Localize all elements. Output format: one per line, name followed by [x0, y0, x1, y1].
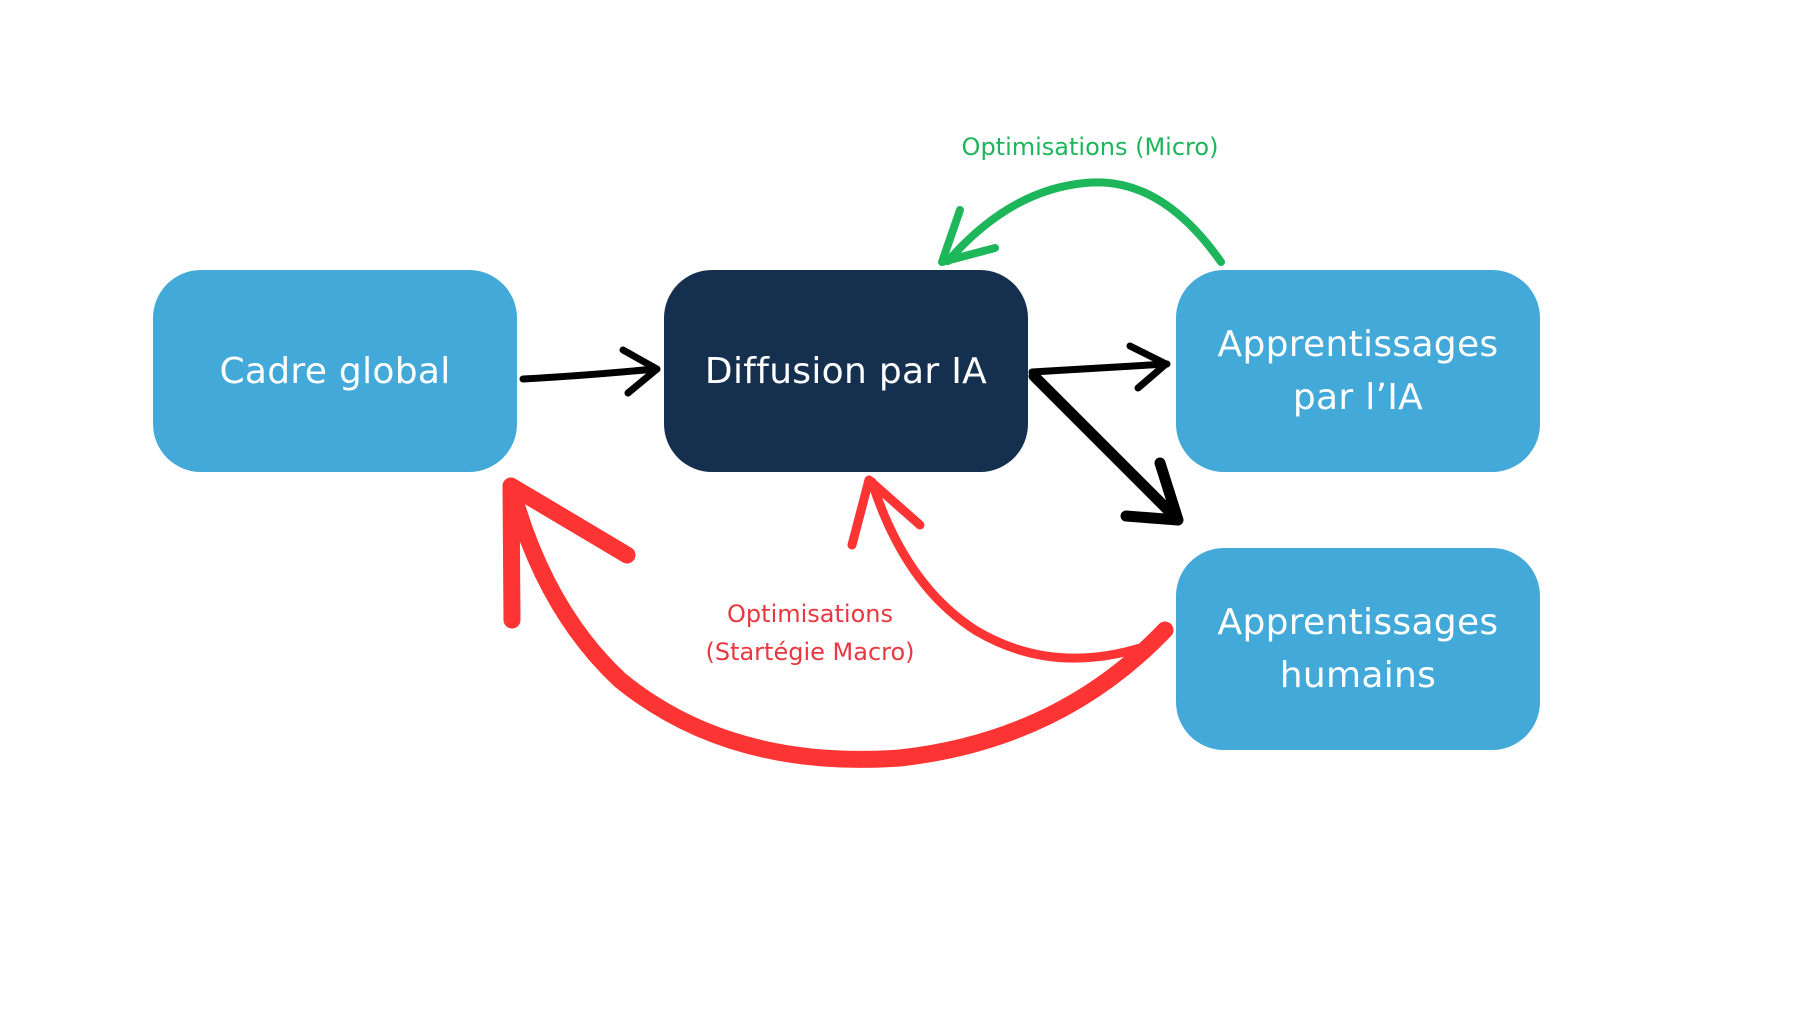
node-cadre-global: Cadre global — [153, 270, 517, 472]
node-label-line-2: par l’IA — [1292, 377, 1424, 418]
node-label-line-1: Apprentissages — [1217, 602, 1499, 643]
arrow-micro-optimisations — [938, 178, 1225, 266]
arrow-diffusion-to-app-humains — [1028, 370, 1184, 526]
label-optimisations-micro: Optimisations (Micro) — [961, 133, 1219, 161]
node-apprentissages-par-ia: Apprentissages par l’IA — [1176, 270, 1540, 472]
label-optimisations-macro: Optimisations (Startégie Macro) — [660, 595, 960, 671]
node-apprentissages-humains: Apprentissages humains — [1176, 548, 1540, 750]
label-macro-line-1: Optimisations — [727, 600, 893, 628]
node-label: Diffusion par IA — [704, 350, 988, 392]
arrow-diffusion-to-app-ia — [1028, 342, 1171, 392]
node-diffusion-par-ia: Diffusion par IA — [664, 270, 1028, 472]
node-label-line-1: Apprentissages — [1217, 324, 1499, 365]
node-label-line-2: humains — [1279, 655, 1437, 696]
label-macro-line-2: (Startégie Macro) — [705, 638, 915, 666]
node-label: Cadre global — [219, 350, 451, 392]
arrow-cadre-to-diffusion — [519, 346, 661, 397]
